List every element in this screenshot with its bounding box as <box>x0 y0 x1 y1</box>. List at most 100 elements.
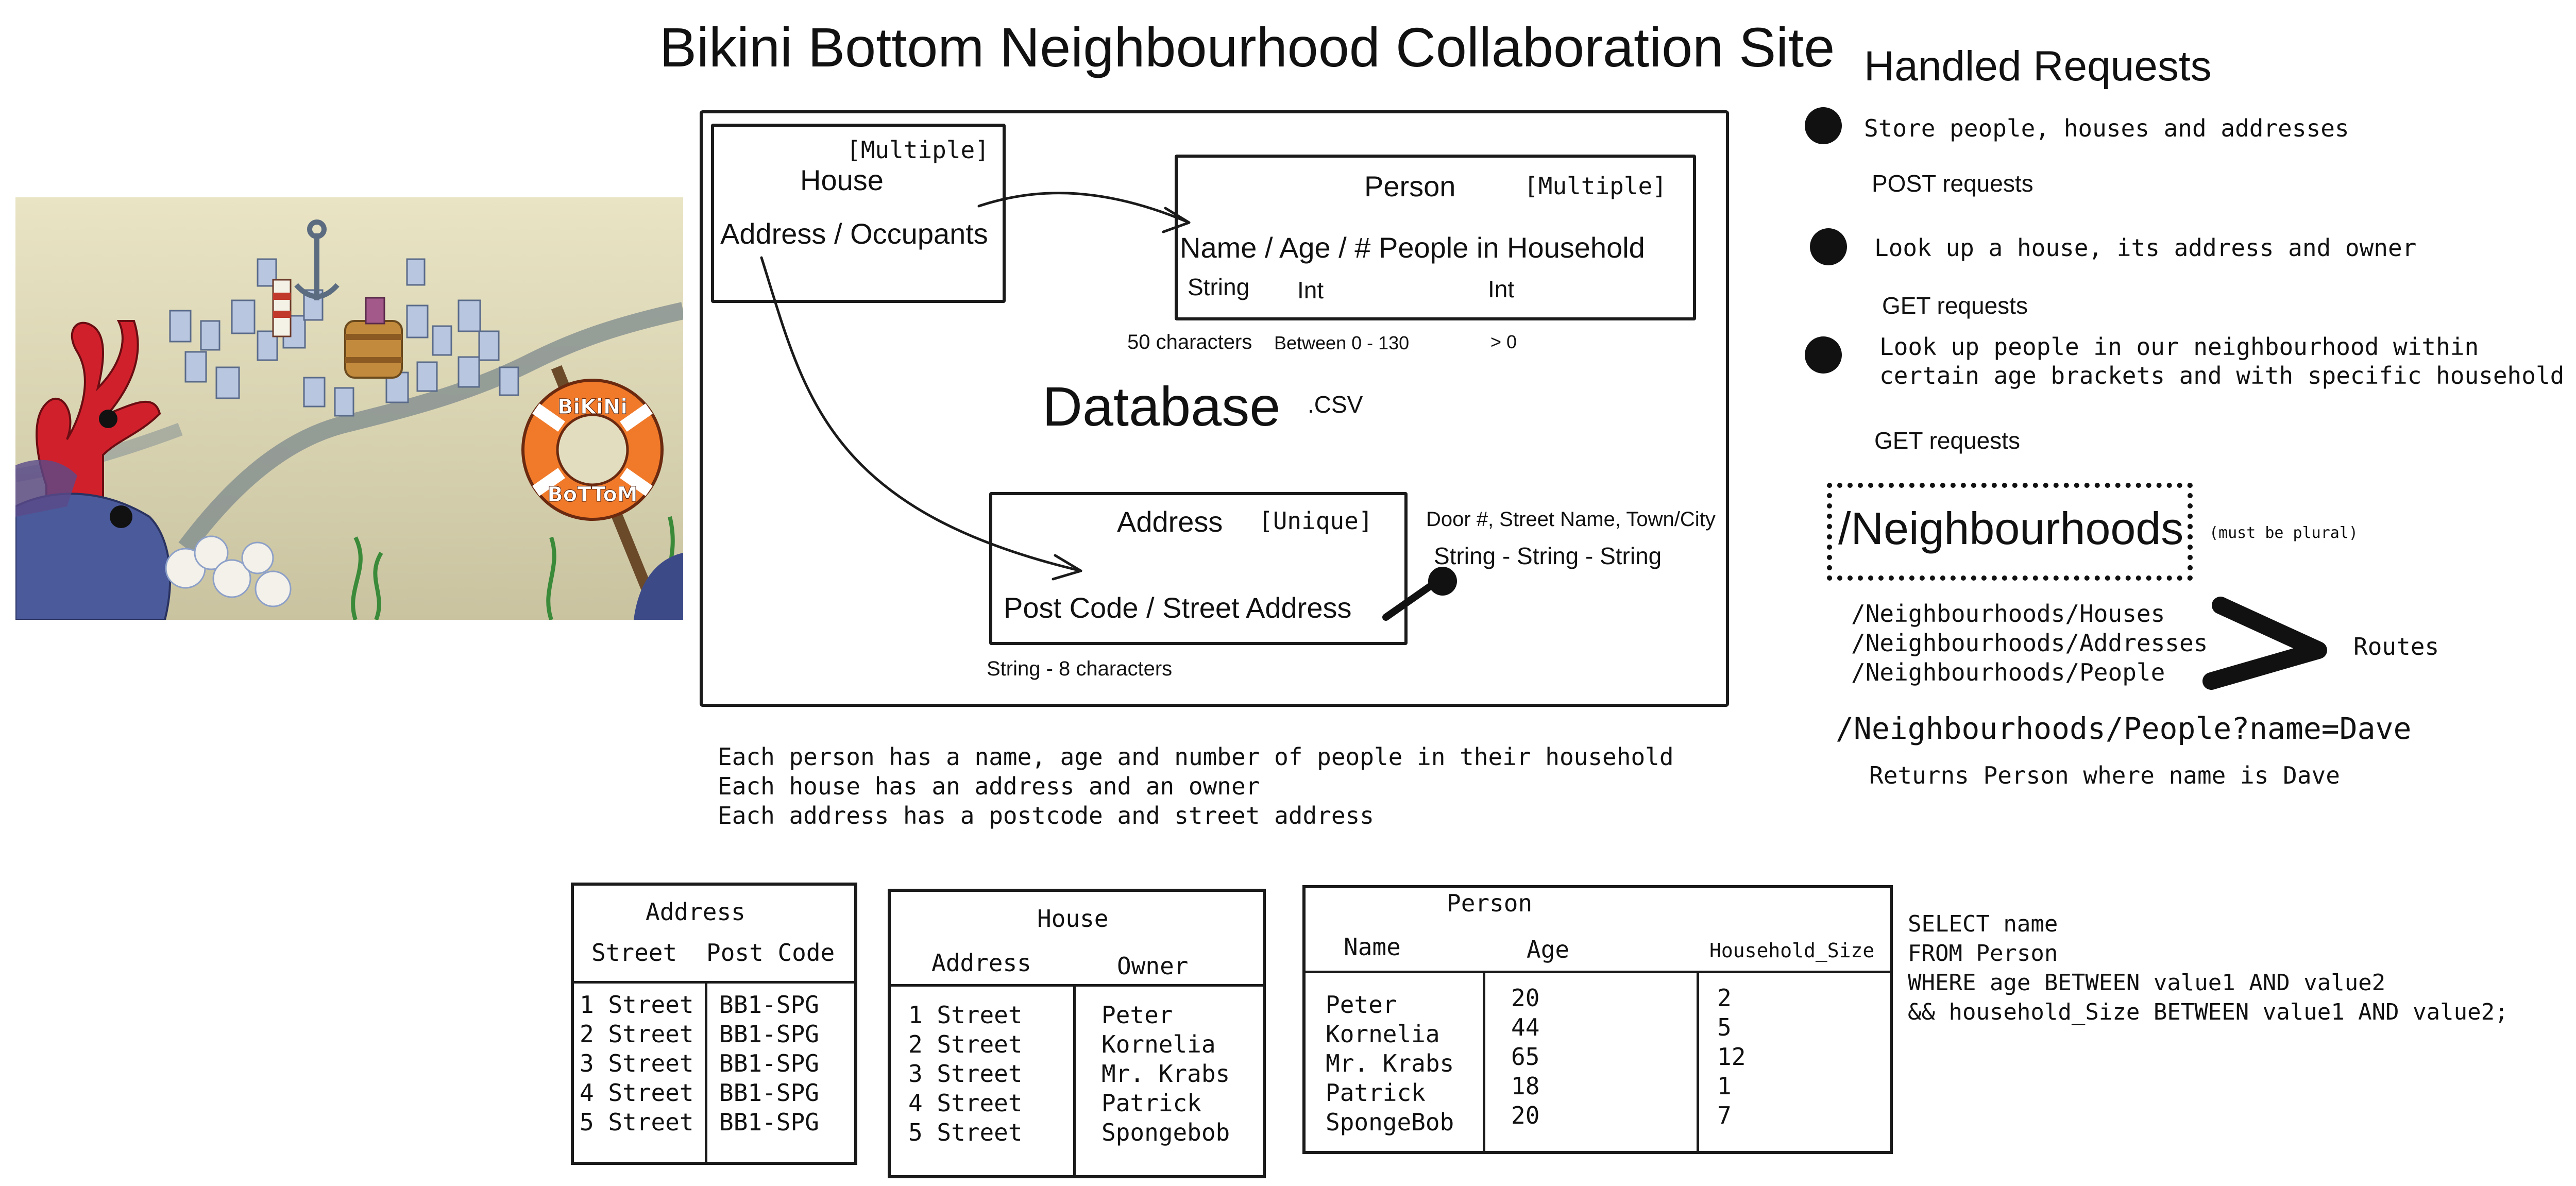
house-title: House <box>800 164 884 196</box>
request-bullet-3 <box>1805 336 1842 374</box>
database-frame <box>700 110 1729 707</box>
table-cell: 1 Street <box>908 1001 1023 1029</box>
scene-svg: BiKiNi BoTToM <box>15 197 683 620</box>
table-cell: 1 <box>1717 1072 1732 1100</box>
table-cell: Spongebob <box>1101 1119 1230 1146</box>
address-note-dot <box>1428 567 1457 596</box>
table-cell: 5 Street <box>908 1119 1023 1146</box>
description-line-2: Each house has an address and an owner <box>718 772 1260 800</box>
address-table-header-street: Street <box>591 939 677 967</box>
life-buoy: BiKiNi BoTToM <box>521 365 665 620</box>
database-extension: .CSV <box>1308 391 1363 418</box>
person-type-name: String <box>1188 274 1250 300</box>
address-note-fields: Door #, Street Name, Town/City <box>1426 508 1716 531</box>
person-table-age-column: 20 44 65 18 20 <box>1511 986 1539 1128</box>
table-cell: BB1-SPG <box>719 991 819 1019</box>
table-cell: Mr. Krabs <box>1101 1060 1230 1088</box>
person-title: Person <box>1364 170 1456 202</box>
house-entity-box <box>711 124 1006 303</box>
house-fields: Address / Occupants <box>720 217 988 250</box>
sql-line-4: && household_Size BETWEEN value1 AND val… <box>1908 999 2509 1025</box>
house-table-header-address: Address <box>931 949 1031 977</box>
table-cell: Mr. Krabs <box>1326 1049 1454 1077</box>
table-cell: 1 Street <box>580 991 694 1019</box>
bikini-bottom-illustration: BiKiNi BoTToM <box>15 197 683 620</box>
example-route-note: Returns Person where name is Dave <box>1869 761 2340 789</box>
request-bullet-2 <box>1810 228 1847 265</box>
person-fields: Name / Age / # People in Household <box>1180 231 1645 264</box>
sql-line-3: WHERE age BETWEEN value1 AND value2 <box>1908 970 2386 996</box>
routes-label: Routes <box>2353 633 2439 660</box>
address-table <box>571 883 857 1165</box>
house-to-person-arrow <box>977 192 1191 224</box>
person-type-household: Int <box>1488 276 1515 302</box>
buoy-text-bottom: BoTToM <box>547 483 637 506</box>
sql-line-2: FROM Person <box>1908 940 2058 967</box>
base-route: /Neighbourhoods <box>1838 503 2184 554</box>
base-route-box <box>1827 483 2193 581</box>
table-cell: Peter <box>1326 991 1397 1019</box>
table-cell: 2 Street <box>580 1020 694 1048</box>
person-table-header-household: Household_Size <box>1709 939 1875 962</box>
house-table-header-owner: Owner <box>1117 952 1189 980</box>
description-line-1: Each person has a name, age and number o… <box>718 743 1674 771</box>
address-table-header-postcode: Post Code <box>706 939 835 967</box>
request-1-text: Store people, houses and addresses <box>1864 114 2349 142</box>
table-cell: BB1-SPG <box>719 1079 819 1107</box>
subroute-people: /Neighbourhoods/People <box>1851 658 2165 686</box>
person-table-header-divider <box>1306 971 1890 973</box>
house-table-owner-column: Peter Kornelia Mr. Krabs Patrick Spongeb… <box>1101 1003 1230 1145</box>
request-bullet-1 <box>1805 107 1842 144</box>
person-constraint-name: 50 characters <box>1127 331 1252 353</box>
address-title: Address <box>1117 505 1223 538</box>
table-cell: 20 <box>1511 984 1540 1012</box>
person-table-title: Person <box>1447 889 1533 917</box>
house-table-column-divider <box>1073 986 1076 1175</box>
person-table-header-age: Age <box>1527 936 1570 963</box>
table-cell: 12 <box>1717 1043 1746 1071</box>
house-tag: [Multiple] <box>846 136 989 164</box>
description-line-3: Each address has a postcode and street a… <box>718 802 1374 829</box>
table-cell: SpongeBob <box>1326 1108 1454 1136</box>
buoy-text-top: BiKiNi <box>557 395 628 419</box>
town-houses <box>169 258 519 417</box>
address-entity-box <box>989 492 1408 645</box>
person-constraint-household: > 0 <box>1490 331 1517 352</box>
table-cell: Kornelia <box>1101 1030 1216 1058</box>
address-table-header-divider <box>574 981 854 984</box>
person-table-household-column: 2 5 12 1 7 <box>1717 986 1745 1128</box>
subroute-houses: /Neighbourhoods/Houses <box>1851 600 2165 628</box>
request-2-method: GET requests <box>1882 292 2028 319</box>
house-table-address-column: 1 Street 2 Street 3 Street 4 Street 5 St… <box>908 1003 1023 1145</box>
table-cell: 3 Street <box>908 1060 1023 1088</box>
table-cell: 3 Street <box>580 1049 694 1077</box>
person-table-column-divider-1 <box>1483 972 1485 1151</box>
person-table-name-column: Peter Kornelia Mr. Krabs Patrick SpongeB… <box>1326 992 1454 1134</box>
house-to-address-arrow <box>760 256 1082 572</box>
person-type-age: Int <box>1297 277 1324 303</box>
person-tag: [Multiple] <box>1524 172 1667 200</box>
subroute-addresses: /Neighbourhoods/Addresses <box>1851 629 2208 657</box>
table-cell: 7 <box>1717 1102 1732 1129</box>
table-cell: Kornelia <box>1326 1020 1440 1048</box>
database-label: Database <box>1042 375 1281 437</box>
table-cell: 5 Street <box>580 1108 694 1136</box>
address-table-column-divider <box>705 982 707 1162</box>
request-3-text-2: certain age brackets and with specific h… <box>1879 362 2576 389</box>
routes-chevron <box>2202 597 2327 690</box>
table-cell: 44 <box>1511 1013 1540 1041</box>
person-table-column-divider-2 <box>1697 972 1699 1151</box>
house-table-title: House <box>1037 905 1109 933</box>
house-table <box>888 889 1266 1178</box>
request-3-method: GET requests <box>1874 427 2020 454</box>
table-cell: 4 Street <box>908 1089 1023 1117</box>
person-table-header-name: Name <box>1344 933 1401 961</box>
address-table-title: Address <box>646 898 745 926</box>
table-cell: BB1-SPG <box>719 1020 819 1048</box>
request-2-text: Look up a house, its address and owner <box>1874 234 2417 262</box>
table-cell: BB1-SPG <box>719 1108 819 1136</box>
table-cell: 20 <box>1511 1102 1540 1129</box>
person-entity-box <box>1175 155 1696 320</box>
address-table-street-column: 1 Street 2 Street 3 Street 4 Street 5 St… <box>580 992 694 1134</box>
